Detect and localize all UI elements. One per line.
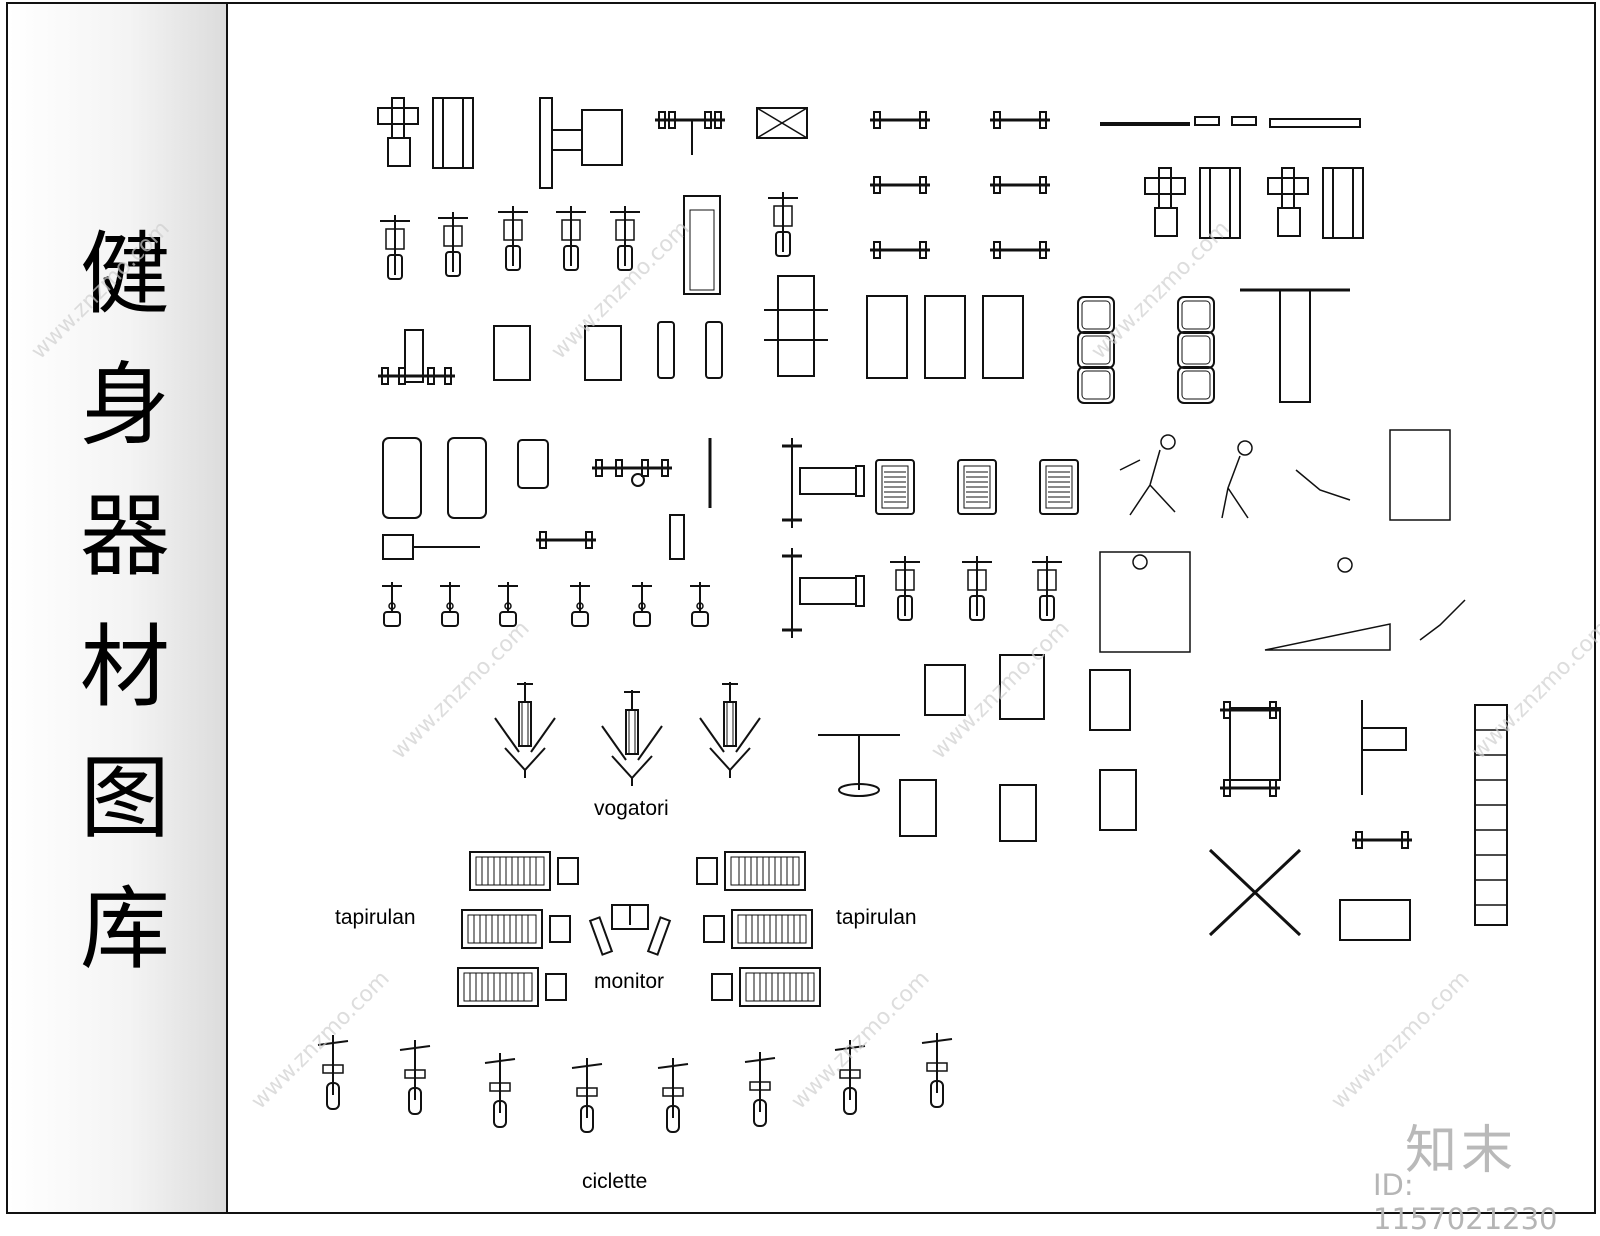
weight-bench-sled: [756, 107, 808, 139]
treadmills-left: [457, 851, 579, 1007]
rack-bars: [780, 436, 866, 640]
pulldown-machine: [767, 191, 799, 257]
rowing-machines: [494, 681, 761, 787]
long-bench-barbell: [1240, 288, 1350, 403]
steppers: [381, 581, 711, 627]
watermark-brand: 知末: [1405, 1121, 1518, 1181]
person-figures: [1099, 429, 1466, 653]
leg-press-machine: [539, 97, 623, 189]
dumbbell-pairs: [868, 110, 1052, 260]
barbell-plates: [590, 438, 712, 508]
preacher-bench: [382, 514, 685, 560]
svg-text:www.znzmo.com: www.znzmo.com: [927, 616, 1075, 764]
title-char: 图: [80, 746, 170, 851]
label-monitor: monitor: [594, 970, 665, 993]
drawing-frame: [6, 2, 1596, 1214]
svg-text:www.znzmo.com: www.znzmo.com: [1467, 616, 1600, 764]
monitor-unit: [588, 904, 672, 956]
treadmills-top: [382, 437, 549, 519]
title-sidebar: 健 身 器 材 图 库: [8, 4, 228, 1212]
label-tapirulan-left: tapirulan: [335, 906, 416, 929]
svg-text:www.znzmo.com: www.znzmo.com: [27, 216, 175, 364]
svg-text:www.znzmo.com: www.znzmo.com: [787, 966, 935, 1114]
svg-text:www.znzmo.com: www.znzmo.com: [1087, 216, 1235, 364]
cable-stations: [889, 555, 1063, 621]
title-char: 材: [80, 615, 170, 720]
treadmills-right: [696, 851, 821, 1007]
bar-set: [1100, 116, 1361, 128]
watermark-id: ID: 1157021230: [1373, 1168, 1558, 1236]
title-char: 器: [80, 484, 170, 589]
label-vogatori: vogatori: [594, 797, 669, 820]
svg-text:www.znzmo.com: www.znzmo.com: [1327, 966, 1475, 1114]
svg-text:www.znzmo.com: www.znzmo.com: [247, 966, 395, 1114]
label-ciclette: ciclette: [582, 1170, 648, 1193]
flat-bench-barbell: [376, 329, 457, 386]
label-tapirulan-right: tapirulan: [836, 906, 917, 929]
upright-machines: [379, 205, 641, 280]
title-char: 身: [80, 353, 170, 458]
multi-gym-stations: [1144, 167, 1364, 239]
weight-racks-right: [1208, 700, 1414, 941]
leg-curl-machines: [866, 295, 1024, 379]
title-char: 库: [80, 877, 170, 982]
dumbbell-tower: [1474, 704, 1508, 926]
stair-climbers: [875, 459, 1079, 515]
treadmill-incline: [683, 195, 721, 295]
smith-benches: [493, 321, 723, 381]
barbell-rack: [653, 110, 727, 155]
squat-rack: [764, 275, 828, 377]
vertical-title: 健 身 器 材 图 库: [70, 209, 180, 995]
title-char: 健: [80, 222, 170, 327]
chest-press-machine: [377, 97, 474, 169]
chest-fly-machines: [818, 654, 1137, 842]
